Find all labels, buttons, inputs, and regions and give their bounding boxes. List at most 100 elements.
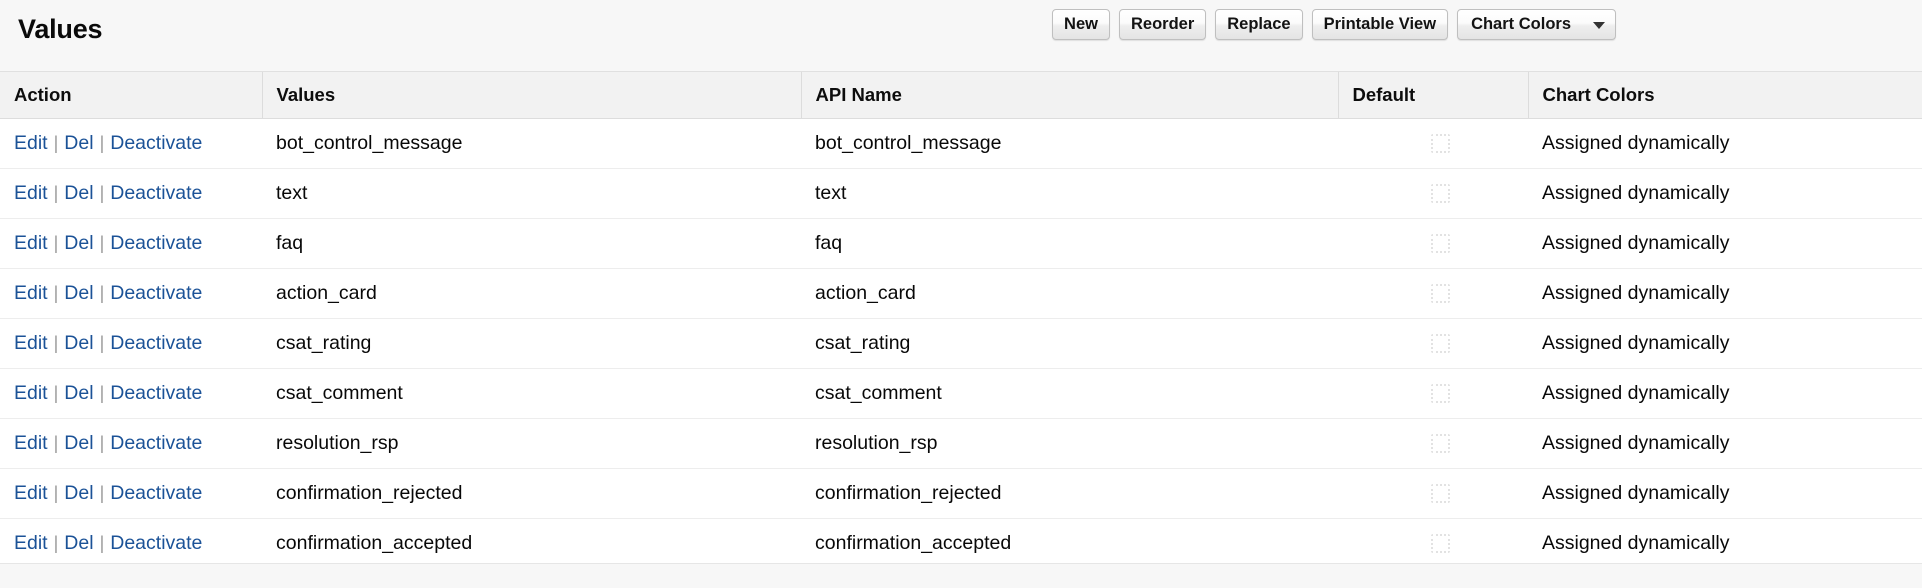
cell-default <box>1338 418 1528 469</box>
del-link[interactable]: Del <box>64 231 94 254</box>
cell-chart-color: Assigned dynamically <box>1528 468 1922 519</box>
default-checkbox[interactable] <box>1430 333 1450 353</box>
default-checkbox[interactable] <box>1430 233 1450 253</box>
cell-chart-color: Assigned dynamically <box>1528 118 1922 169</box>
cell-value: confirmation_rejected <box>262 468 801 519</box>
printable-view-button[interactable]: Printable View <box>1311 9 1449 40</box>
cell-default <box>1338 268 1528 319</box>
action-separator: | <box>99 382 105 403</box>
default-checkbox[interactable] <box>1430 483 1450 503</box>
action-separator: | <box>53 382 59 403</box>
del-link[interactable]: Del <box>64 281 94 304</box>
table-footer <box>0 563 1922 588</box>
deactivate-link[interactable]: Deactivate <box>110 281 203 304</box>
action-separator: | <box>99 282 105 303</box>
cell-value: action_card <box>262 268 801 319</box>
default-checkbox[interactable] <box>1430 283 1450 303</box>
action-separator: | <box>99 432 105 453</box>
cell-chart-color: Assigned dynamically <box>1528 518 1922 568</box>
page-header: Values New Reorder Replace Printable Vie… <box>0 0 1922 56</box>
deactivate-link[interactable]: Deactivate <box>110 481 203 504</box>
default-checkbox[interactable] <box>1430 133 1450 153</box>
edit-link[interactable]: Edit <box>14 381 48 404</box>
edit-link[interactable]: Edit <box>14 181 48 204</box>
cell-default <box>1338 468 1528 519</box>
cell-action: Edit|Del|Deactivate <box>0 268 262 319</box>
action-separator: | <box>99 182 105 203</box>
cell-value: resolution_rsp <box>262 418 801 469</box>
cell-value: bot_control_message <box>262 118 801 169</box>
edit-link[interactable]: Edit <box>14 531 48 554</box>
cell-value: faq <box>262 218 801 269</box>
action-separator: | <box>53 332 59 353</box>
default-checkbox[interactable] <box>1430 383 1450 403</box>
deactivate-link[interactable]: Deactivate <box>110 231 203 254</box>
table-header: Action Values API Name Default Chart Col… <box>0 72 1922 119</box>
action-separator: | <box>99 232 105 253</box>
cell-default <box>1338 518 1528 568</box>
del-link[interactable]: Del <box>64 331 94 354</box>
default-checkbox[interactable] <box>1430 433 1450 453</box>
cell-chart-color: Assigned dynamically <box>1528 368 1922 419</box>
reorder-button[interactable]: Reorder <box>1118 9 1207 40</box>
cell-action: Edit|Del|Deactivate <box>0 468 262 519</box>
page-title: Values <box>18 13 103 44</box>
edit-link[interactable]: Edit <box>14 231 48 254</box>
deactivate-link[interactable]: Deactivate <box>110 181 203 204</box>
deactivate-link[interactable]: Deactivate <box>110 531 203 554</box>
del-link[interactable]: Del <box>64 381 94 404</box>
replace-button[interactable]: Replace <box>1215 9 1303 40</box>
chart-colors-dropdown[interactable]: Chart Colors <box>1457 9 1616 40</box>
toolbar: New Reorder Replace Printable View Chart… <box>1052 9 1616 40</box>
cell-action: Edit|Del|Deactivate <box>0 168 262 219</box>
cell-value: text <box>262 168 801 219</box>
del-link[interactable]: Del <box>64 531 94 554</box>
values-table: Action Values API Name Default Chart Col… <box>0 72 1922 568</box>
cell-default <box>1338 168 1528 219</box>
column-header-values: Values <box>262 72 802 119</box>
action-separator: | <box>53 532 59 553</box>
deactivate-link[interactable]: Deactivate <box>110 331 203 354</box>
cell-api-name: action_card <box>801 268 1338 319</box>
edit-link[interactable]: Edit <box>14 281 48 304</box>
cell-api-name: bot_control_message <box>801 118 1338 169</box>
cell-chart-color: Assigned dynamically <box>1528 418 1922 469</box>
cell-api-name: text <box>801 168 1338 219</box>
del-link[interactable]: Del <box>64 131 94 154</box>
default-checkbox[interactable] <box>1430 534 1450 554</box>
table-header-row: Action Values API Name Default Chart Col… <box>0 72 1922 119</box>
cell-api-name: confirmation_rejected <box>801 468 1338 519</box>
chevron-down-icon <box>1593 22 1605 29</box>
del-link[interactable]: Del <box>64 181 94 204</box>
edit-link[interactable]: Edit <box>14 481 48 504</box>
edit-link[interactable]: Edit <box>14 431 48 454</box>
deactivate-link[interactable]: Deactivate <box>110 131 203 154</box>
del-link[interactable]: Del <box>64 481 94 504</box>
deactivate-link[interactable]: Deactivate <box>110 381 203 404</box>
action-separator: | <box>99 482 105 503</box>
action-separator: | <box>53 182 59 203</box>
edit-link[interactable]: Edit <box>14 131 48 154</box>
cell-api-name: resolution_rsp <box>801 418 1338 469</box>
cell-default <box>1338 218 1528 269</box>
cell-api-name: confirmation_accepted <box>801 518 1338 568</box>
default-checkbox[interactable] <box>1430 183 1450 203</box>
deactivate-link[interactable]: Deactivate <box>110 431 203 454</box>
action-separator: | <box>99 132 105 153</box>
del-link[interactable]: Del <box>64 431 94 454</box>
cell-value: confirmation_accepted <box>262 518 801 568</box>
new-button[interactable]: New <box>1052 9 1110 40</box>
cell-default <box>1338 118 1528 169</box>
edit-link[interactable]: Edit <box>14 331 48 354</box>
action-separator: | <box>53 432 59 453</box>
column-header-action: Action <box>0 72 263 119</box>
